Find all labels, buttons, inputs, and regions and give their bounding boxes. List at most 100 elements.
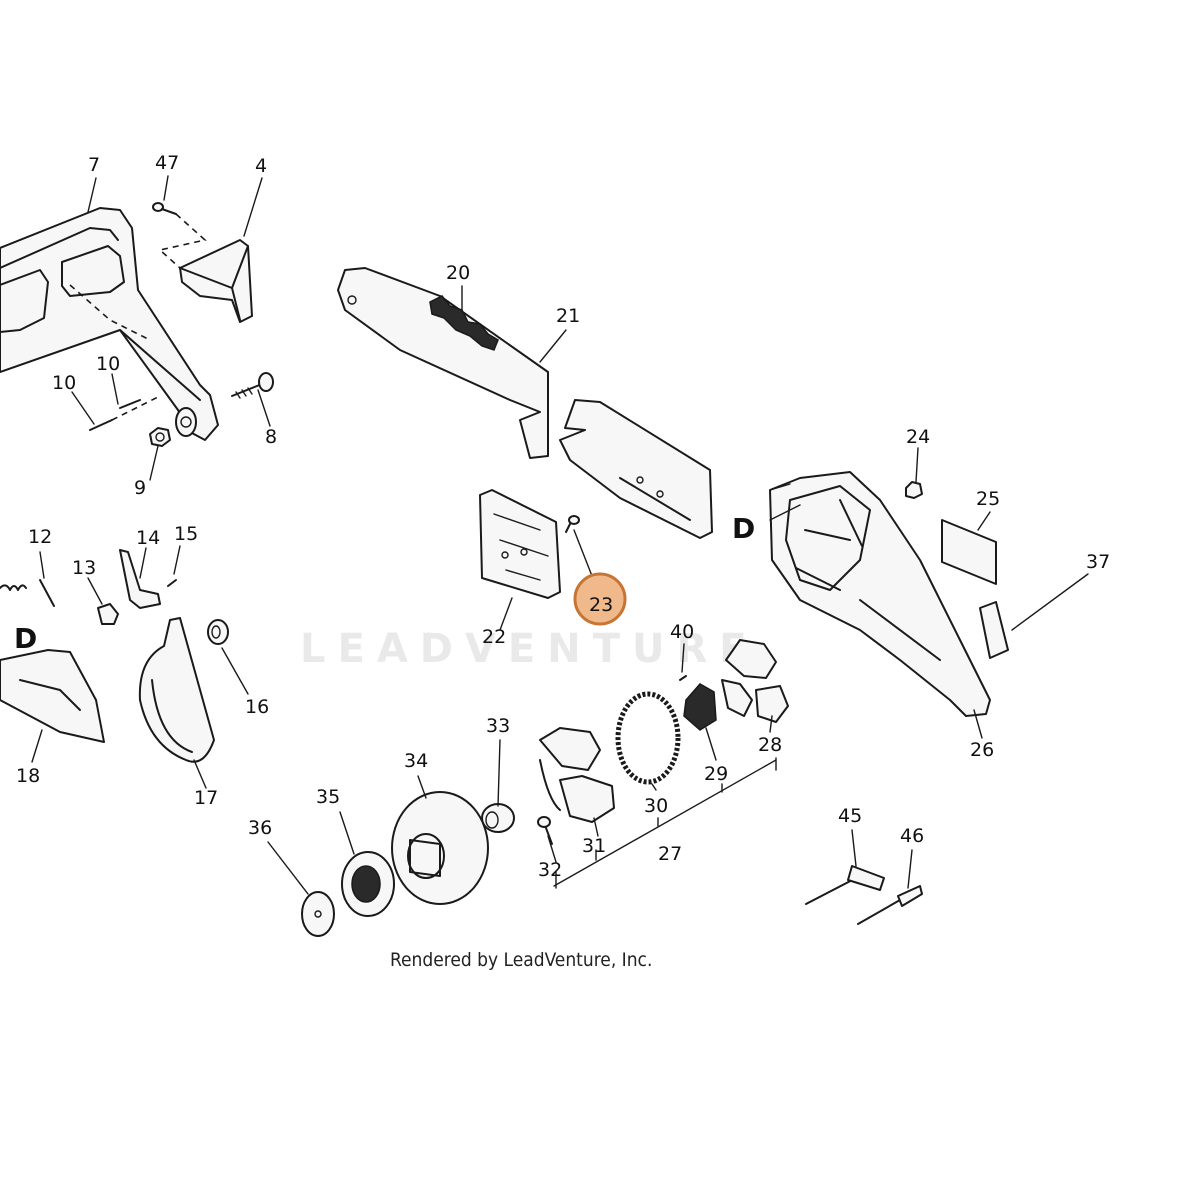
leader-24 xyxy=(915,447,919,483)
leader-37 xyxy=(1011,573,1089,631)
callout-35[interactable]: 35 xyxy=(316,786,340,808)
part-23-screw[interactable] xyxy=(565,515,580,533)
render-credit: Rendered by LeadVenture, Inc. xyxy=(390,949,652,971)
callout-15[interactable]: 15 xyxy=(174,523,198,545)
callout-14[interactable]: 14 xyxy=(136,527,160,549)
part-26-clutch-cover[interactable] xyxy=(769,471,991,717)
callout-45[interactable]: 45 xyxy=(838,805,862,827)
part-24-nut[interactable] xyxy=(905,481,923,499)
leader-30 xyxy=(651,783,657,791)
callout-20[interactable]: 20 xyxy=(446,262,470,284)
part-34-clutch-drum[interactable] xyxy=(391,791,489,905)
leader-17 xyxy=(193,759,207,789)
connection-d-left: D xyxy=(14,622,37,655)
callout-33[interactable]: 33 xyxy=(486,715,510,737)
part-13-stopper[interactable] xyxy=(97,603,119,625)
leader-26 xyxy=(973,709,983,739)
callout-28[interactable]: 28 xyxy=(758,734,782,756)
connection-d-right: D xyxy=(732,512,755,545)
leader-34 xyxy=(417,775,427,799)
callout-16[interactable]: 16 xyxy=(245,696,269,718)
part-17-brake-band[interactable] xyxy=(138,617,215,763)
part-37-decal[interactable] xyxy=(979,601,1009,659)
callout-17[interactable]: 17 xyxy=(194,787,218,809)
leader-13 xyxy=(87,577,103,605)
leader-15 xyxy=(173,545,181,575)
callout-47[interactable]: 47 xyxy=(155,152,179,174)
callout-21[interactable]: 21 xyxy=(556,305,580,327)
callout-46[interactable]: 46 xyxy=(900,825,924,847)
callout-34[interactable]: 34 xyxy=(404,750,428,772)
part-25-label[interactable] xyxy=(941,519,997,585)
part-29-clutch-hub[interactable] xyxy=(683,683,717,731)
callout-8[interactable]: 8 xyxy=(265,426,277,448)
callout-27[interactable]: 27 xyxy=(658,843,682,865)
leader-14 xyxy=(139,547,147,579)
part-8-bolt[interactable] xyxy=(231,372,274,399)
group-ticks-27 xyxy=(555,757,777,889)
callout-10a[interactable]: 10 xyxy=(52,372,76,394)
callout-26[interactable]: 26 xyxy=(970,739,994,761)
part-46-screwdriver[interactable] xyxy=(857,885,923,925)
part-32-screw[interactable] xyxy=(537,816,553,845)
leader-32 xyxy=(547,835,557,863)
callout-12[interactable]: 12 xyxy=(28,526,52,548)
leader-22 xyxy=(499,597,513,631)
leader-35 xyxy=(339,811,355,855)
callout-31[interactable]: 31 xyxy=(582,835,606,857)
part-9-nut[interactable] xyxy=(149,427,171,447)
part-40-washer[interactable] xyxy=(679,675,687,681)
callout-25[interactable]: 25 xyxy=(976,488,1000,510)
callout-40[interactable]: 40 xyxy=(670,621,694,643)
part-45-wrench[interactable] xyxy=(805,865,885,905)
leader-18 xyxy=(31,729,43,763)
part-28-clutch-shoes[interactable] xyxy=(721,639,789,723)
part-33-bearing[interactable] xyxy=(481,803,515,833)
leader-25 xyxy=(977,511,991,531)
d-pointer-right xyxy=(769,504,801,521)
group-bracket-27 xyxy=(553,759,777,887)
part-30-spring-ring[interactable] xyxy=(615,691,681,785)
part-22-side-plate[interactable] xyxy=(479,489,561,599)
highlight-marker-23[interactable] xyxy=(573,572,627,626)
callout-18[interactable]: 18 xyxy=(16,765,40,787)
leader-29 xyxy=(705,727,717,761)
callout-23[interactable]: 23 xyxy=(589,594,613,616)
callout-24[interactable]: 24 xyxy=(906,426,930,448)
callout-22[interactable]: 22 xyxy=(482,626,506,648)
callout-36[interactable]: 36 xyxy=(248,817,272,839)
part-31-clutch-shoe[interactable] xyxy=(539,727,615,823)
callout-29[interactable]: 29 xyxy=(704,763,728,785)
leader-12 xyxy=(39,551,45,579)
part-14-lever[interactable] xyxy=(119,549,161,609)
part-20-chain[interactable] xyxy=(429,295,499,351)
callout-32[interactable]: 32 xyxy=(538,859,562,881)
watermark: LEADVENTURE xyxy=(300,626,759,672)
part-10-pins[interactable] xyxy=(89,395,161,431)
callout-37[interactable]: 37 xyxy=(1086,551,1110,573)
leader-31 xyxy=(593,817,599,837)
part-16-collar[interactable] xyxy=(207,619,229,645)
callout-9[interactable]: 9 xyxy=(134,477,146,499)
leader-21 xyxy=(539,329,567,363)
part-12-spring[interactable] xyxy=(0,579,55,607)
callout-10b[interactable]: 10 xyxy=(96,353,120,375)
leader-40 xyxy=(681,643,685,673)
part-18-cover[interactable] xyxy=(0,649,105,743)
callout-4[interactable]: 4 xyxy=(255,155,267,177)
leader-23 xyxy=(573,529,593,577)
part-47-screw[interactable] xyxy=(152,202,177,215)
part-35-sprocket[interactable] xyxy=(341,851,395,917)
leader-46 xyxy=(907,849,913,889)
leader-36 xyxy=(267,841,309,895)
leader-28 xyxy=(769,715,773,733)
part-7-handle-guard[interactable] xyxy=(0,207,219,441)
part-4-bracket[interactable] xyxy=(179,239,253,323)
callout-13[interactable]: 13 xyxy=(72,557,96,579)
part-21-guide-bar[interactable] xyxy=(337,267,713,539)
callout-30[interactable]: 30 xyxy=(644,795,668,817)
callout-7[interactable]: 7 xyxy=(88,154,100,176)
part-15-pin[interactable] xyxy=(167,579,177,587)
leader-33 xyxy=(497,739,501,807)
part-36-washer[interactable] xyxy=(301,891,335,937)
